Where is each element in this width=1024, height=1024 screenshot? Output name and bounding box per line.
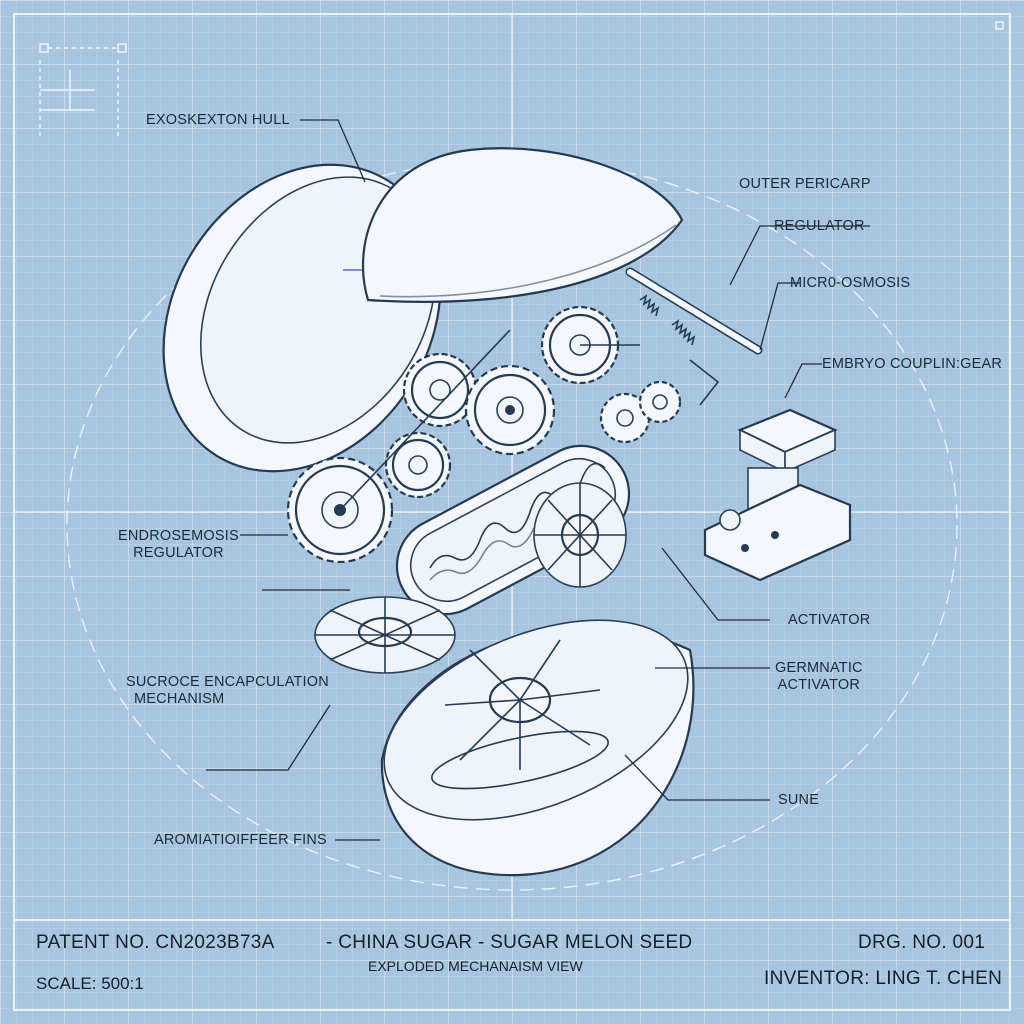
- label-outer-pericarp: OUTER PERICARP: [739, 176, 871, 192]
- gear-assembly: [286, 305, 682, 564]
- dashed-construction-circle: [66, 159, 958, 891]
- label-embryo-coupling-gear: EMBRYO COUPLIN:GEAR: [822, 356, 1002, 372]
- gear-small-left: [384, 431, 452, 499]
- fan-left: [314, 596, 456, 674]
- regulator-rod: [625, 267, 763, 406]
- patent-number: PATENT NO. CN2023B73A: [36, 932, 275, 953]
- embryo-coupling-block: [703, 408, 852, 582]
- label-exoskeleton-hull: EXOSKEXTON HULL: [146, 112, 290, 128]
- label-endrosemosis-regulator: ENDROSEMOSIS REGULATOR: [118, 528, 239, 562]
- drawing-subtitle: EXPLODED MECHANAISM VIEW: [368, 958, 583, 974]
- label-sucroce-line2: MECHANISM: [134, 691, 225, 708]
- scale: SCALE: 500:1: [36, 974, 144, 993]
- label-aromiatic-fins: AROMIATIOIFFEER FINS: [154, 832, 327, 848]
- label-sune: SUNE: [778, 792, 820, 808]
- gear-upper-left: [402, 352, 478, 428]
- drawing-title: - CHINA SUGAR - SUGAR MELON SEED: [326, 932, 693, 953]
- gear-right-pair: [599, 380, 682, 444]
- sune-bowl: [380, 619, 695, 877]
- label-sucroce-line1: SUCROCE ENCAPCULATION: [126, 674, 329, 690]
- outer-pericarp-dome: [361, 147, 684, 303]
- label-germnatic-line2: ACTIVATOR: [777, 677, 861, 694]
- gear-center: [464, 364, 556, 456]
- label-sucroce-encapculation: SUCROCE ENCAPCULATION MECHANISM: [126, 674, 329, 708]
- label-germnatic-activator: GERMNATIC ACTIVATOR: [775, 660, 863, 694]
- label-micro-osmosis: MICR0-OSMOSIS: [790, 275, 911, 291]
- fan-right: [533, 482, 627, 588]
- corner-tick: [995, 21, 1004, 30]
- label-endrosemosis-line2: REGULATOR: [133, 545, 224, 562]
- leader-lines: [206, 119, 870, 841]
- registration-mark: [39, 43, 127, 140]
- label-endrosemosis-line1: ENDROSEMOSIS: [118, 528, 239, 544]
- inventor: INVENTOR: LING T. CHEN: [764, 968, 1003, 989]
- drawing-number: DRG. NO. 001: [858, 932, 986, 953]
- label-activator: ACTIVATOR: [788, 612, 871, 628]
- label-regulator: REGULATOR: [774, 218, 865, 234]
- label-germnatic-line1: GERMNATIC: [775, 660, 863, 676]
